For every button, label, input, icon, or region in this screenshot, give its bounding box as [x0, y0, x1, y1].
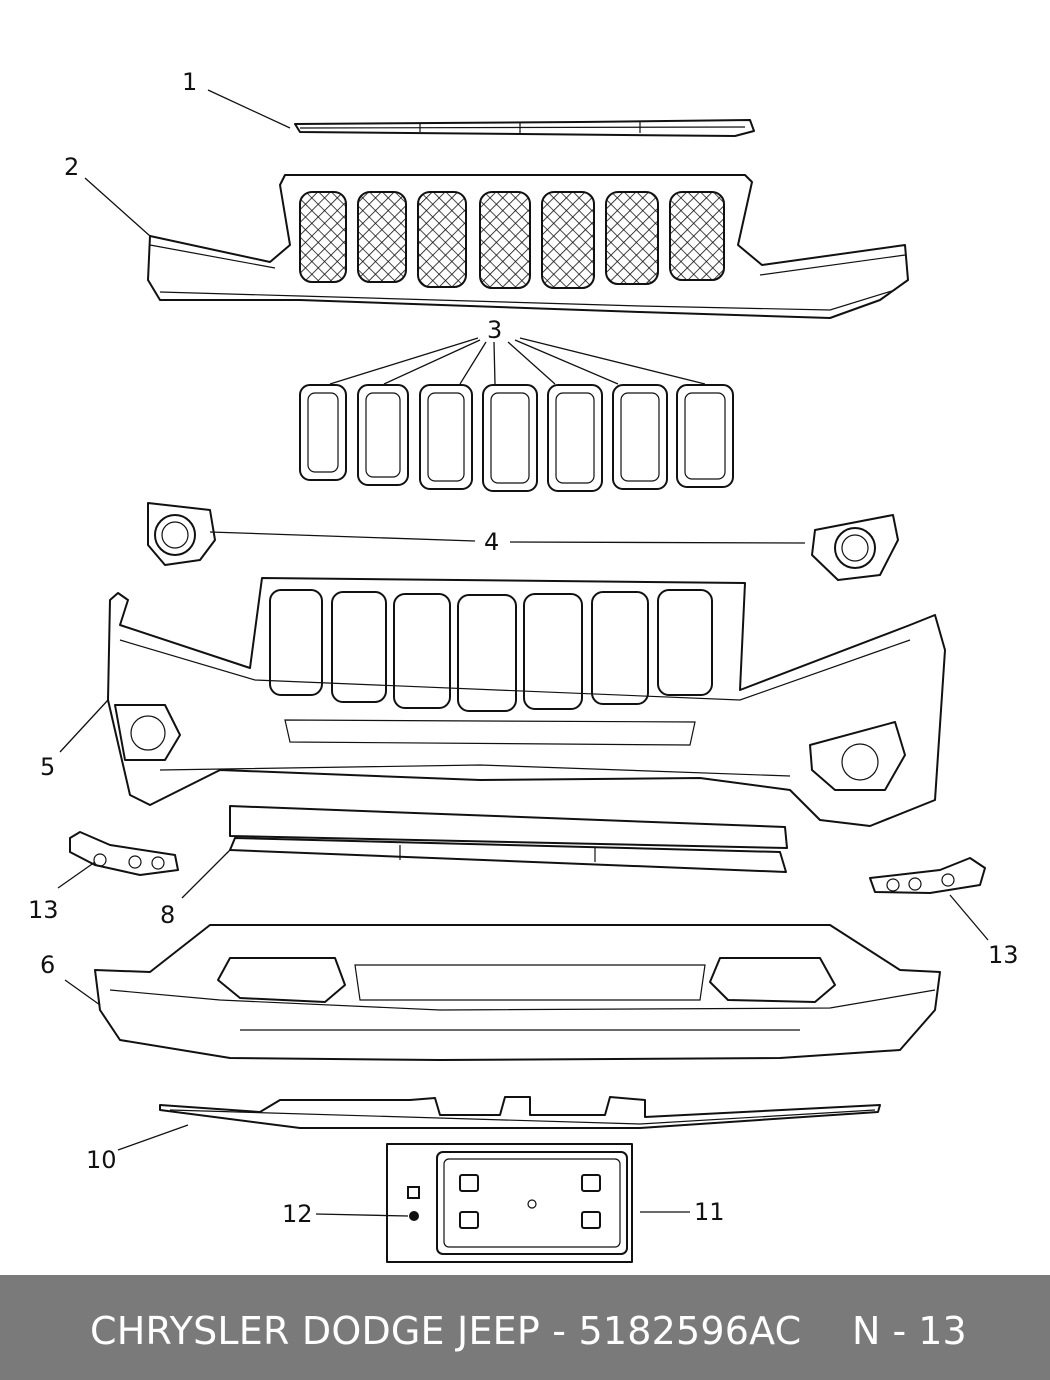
footer-part-number: CHRYSLER DODGE JEEP - 5182596AC	[90, 1309, 802, 1353]
part-6-lower-fascia	[94, 924, 941, 1061]
part-11-12-license-panel	[386, 1143, 633, 1263]
part-8-lower-grille	[229, 805, 788, 873]
callout-10: 10	[86, 1146, 117, 1174]
parts-diagram	[57, 89, 989, 1263]
callout-1: 1	[182, 68, 198, 96]
part-13-bracket-left	[69, 831, 179, 876]
part-10-deflector	[159, 1096, 881, 1129]
footer-bar: CHRYSLER DODGE JEEP - 5182596AC N - 13	[0, 1275, 1050, 1380]
part-3-grille-rings	[299, 384, 734, 492]
callout-11: 11	[694, 1198, 725, 1226]
footer-page-number: N - 13	[852, 1309, 967, 1353]
part-4-fog-bezels	[147, 502, 899, 581]
part-2-grille-assembly	[147, 174, 909, 319]
callout-13-right: 13	[988, 941, 1019, 969]
part-5-bumper-fascia	[107, 577, 946, 827]
callout-5: 5	[40, 753, 56, 781]
callout-2: 2	[64, 153, 80, 181]
grille-openings	[299, 191, 725, 289]
part-1-upper-trim	[294, 119, 755, 137]
callout-6: 6	[40, 951, 56, 979]
callout-13-left: 13	[28, 896, 59, 924]
callout-4: 4	[484, 528, 500, 556]
leader-lines	[57, 89, 989, 1217]
part-13-bracket-right	[869, 857, 986, 894]
callout-3: 3	[487, 316, 503, 344]
callout-12: 12	[282, 1200, 313, 1228]
callout-8: 8	[160, 901, 176, 929]
